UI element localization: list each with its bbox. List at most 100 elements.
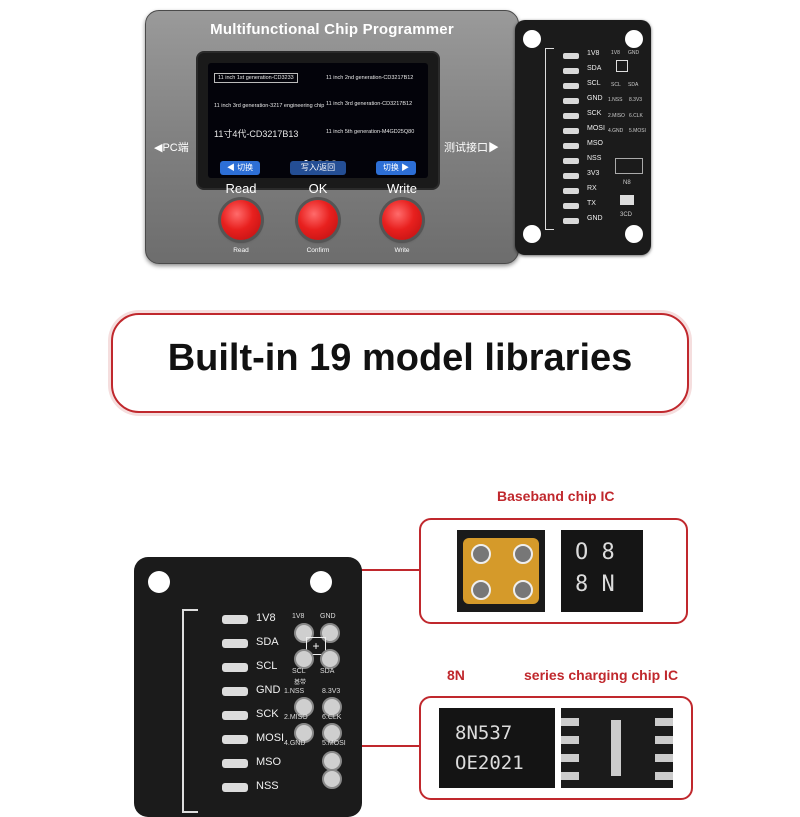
baseband-pcb (457, 530, 545, 612)
header-pin (320, 649, 340, 669)
model-item-4[interactable]: 11 inch 3rd generation-CD3217B12 (326, 101, 413, 107)
header-pin (294, 623, 314, 643)
mount-hole (148, 571, 170, 593)
pin-scl: SCL (587, 80, 601, 87)
chip-marking-line2: 8 N (575, 572, 615, 597)
hdr-sub: 基带 (294, 680, 307, 686)
hdr-miso: 2.MISO (608, 113, 625, 119)
switch-right-button[interactable]: 切换 ▶ (376, 161, 416, 175)
hdr-3v3: 8.3V3 (629, 97, 643, 103)
pin-nss: NSS (587, 155, 602, 162)
baseband-title: Baseband chip IC (497, 488, 615, 504)
baseband-chip: O 8 8 N (561, 530, 643, 612)
confirm-button[interactable] (298, 200, 338, 240)
adapter-board-bottom: 1V8 SDA SCL GND SCK MOSI MSO NSS 1V8 GND… (134, 557, 362, 817)
hdr-sda: SDA (628, 82, 639, 88)
chip-marking-line1: O 8 (575, 540, 615, 565)
hdr-clk: 6.CLK (629, 113, 643, 119)
feature-banner: Built-in 19 model libraries (111, 313, 689, 413)
charging-marking-line1: 8N537 (455, 722, 513, 744)
model-item-2[interactable]: 11 inch 2nd generation-CD3217B12 (326, 75, 414, 81)
solder-ball (513, 580, 533, 600)
mount-hole (625, 30, 643, 48)
pin-1v8: 1V8 (587, 50, 600, 57)
header-square (616, 60, 628, 72)
hdr-gnd-2: 4.GND (284, 740, 306, 747)
hdr-miso: 2.MISO (284, 714, 308, 721)
pin-nss: NSS (256, 780, 279, 792)
write-button[interactable] (382, 200, 422, 240)
header-pin (294, 697, 314, 717)
hdr-scl: SCL (611, 82, 621, 88)
pin-mosi: MOSI (587, 125, 605, 132)
solder-ball (471, 544, 491, 564)
cd-label: 3CD (620, 212, 633, 218)
hdr-1v8: 1V8 (292, 613, 305, 620)
pin-sck: SCK (587, 110, 602, 117)
model-item-1[interactable]: 11 inch 1st generation-CD3233 (214, 73, 298, 83)
charging-callout: 8N537 OE2021 (419, 696, 693, 800)
header-pin (322, 723, 342, 743)
mount-hole (523, 225, 541, 243)
hdr-gnd-2: 4.GND (608, 128, 624, 134)
pin-sda: SDA (587, 65, 602, 72)
solder-ball (513, 544, 533, 564)
thermal-pad (611, 720, 621, 776)
banner-text: Built-in 19 model libraries (167, 337, 633, 379)
hdr-gnd: GND (628, 50, 640, 56)
pin-mso: MSO (256, 756, 282, 768)
write-return-button[interactable]: 写入/返回 (290, 161, 346, 175)
read-label: Read (225, 181, 257, 196)
n8-label: N8 (623, 180, 631, 186)
model-item-5[interactable]: 11寸4代-CD3217B13 (214, 129, 299, 139)
write-label: Write (386, 181, 418, 196)
hdr-mosi: 5.MOSI (629, 128, 646, 134)
hdr-nss: 1.NSS (608, 97, 623, 103)
model-item-6[interactable]: 11 inch 5th generation-M4GD25Q80 (326, 129, 415, 135)
pin-mosi: MOSI (256, 732, 285, 744)
solder-ball (471, 580, 491, 600)
callout-line (360, 569, 420, 571)
pin-sda: SDA (256, 636, 279, 648)
read-button[interactable] (221, 200, 261, 240)
hdr-clk: 6.CLK (322, 714, 342, 721)
charging-marking-line2: OE2021 (455, 752, 524, 774)
pin-rx: RX (587, 185, 597, 192)
switch-left-button[interactable]: ◀ 切换 (220, 161, 260, 175)
confirm-sublabel: Confirm (306, 247, 330, 254)
hdr-scl: SCL (292, 668, 306, 675)
adapter-board-top: 1V8 SDA SCL GND SCK MOSI MSO NSS 3V3 RX … (515, 20, 651, 255)
callout-line (332, 745, 420, 747)
edge-connector (545, 48, 554, 230)
pin-gnd: GND (256, 684, 281, 696)
read-sublabel: Read (233, 247, 249, 254)
write-sublabel: Write (394, 247, 410, 254)
ok-label: OK (308, 181, 328, 196)
header-pin (294, 649, 314, 669)
mount-hole (523, 30, 541, 48)
header-pin (322, 751, 342, 771)
mount-hole (310, 571, 332, 593)
plus-icon: + (306, 637, 326, 655)
dip-switch (620, 195, 634, 205)
test-port-label: 测试接口▶ (444, 142, 499, 154)
hdr-1v8: 1V8 (611, 50, 620, 56)
chip-programmer-device: Multifunctional Chip Programmer 11 inch … (145, 10, 519, 264)
hdr-gnd: GND (320, 613, 336, 620)
mount-hole (625, 225, 643, 243)
pin-3v3: 3V3 (587, 170, 600, 177)
hdr-nss: 1.NSS (284, 688, 305, 695)
charging-title-right: series charging chip IC (524, 667, 679, 683)
hdr-3v3: 8.3V3 (322, 688, 341, 695)
hdr-mosi: 5.MOSI (322, 740, 346, 747)
pin-sck: SCK (256, 708, 279, 720)
pin-scl: SCL (256, 660, 278, 672)
header-pin (294, 723, 314, 743)
lcd-screen: 11 inch 1st generation-CD3233 11 inch 2n… (208, 63, 428, 178)
edge-connector (182, 609, 198, 813)
n8-socket (615, 158, 643, 174)
charging-chip-bottom (561, 708, 673, 788)
header-pin (322, 697, 342, 717)
model-item-3[interactable]: 11 inch 3rd generation-3217 engineering … (214, 103, 325, 109)
pin-gnd-2: GND (587, 215, 603, 222)
